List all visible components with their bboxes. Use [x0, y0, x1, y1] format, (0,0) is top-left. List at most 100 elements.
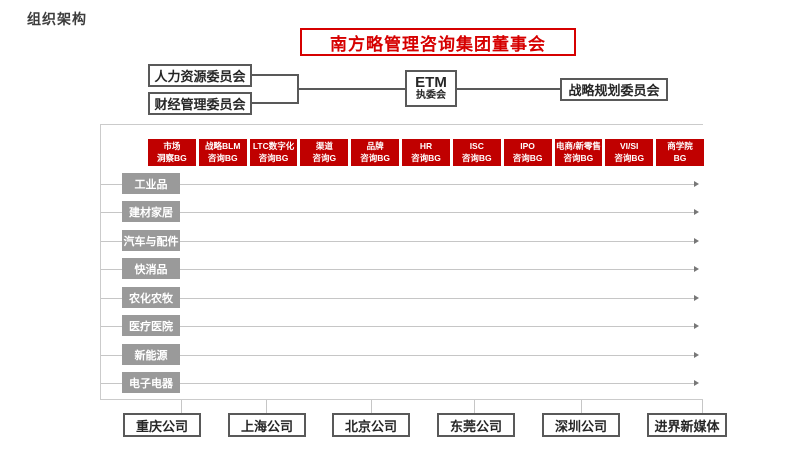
connector-line: [252, 74, 298, 76]
page-title: 组织架构: [27, 11, 87, 27]
bg-label: 咨询G: [312, 152, 337, 163]
row-arrow-line: [101, 241, 694, 242]
bg-label: 咨询BG: [207, 152, 238, 163]
company-label: 重庆公司: [135, 418, 188, 434]
committee-node-finance: 财经管理委员会: [148, 92, 252, 115]
bg-label: 咨询BG: [411, 152, 441, 163]
bg-node: LTC数字化 咨询BG: [249, 139, 298, 166]
bg-label: 咨询BG: [563, 152, 594, 163]
etm-label-line1: ETM: [415, 74, 447, 92]
bg-node: HR 咨询BG: [402, 139, 450, 166]
company-label: 东莞公司: [449, 418, 502, 434]
industry-node: 工业品: [122, 173, 180, 194]
bg-label: 品牌: [366, 141, 384, 152]
industry-node: 农化农牧: [122, 287, 180, 308]
industry-label: 建材家居: [129, 206, 173, 219]
row-arrowhead-icon: [694, 380, 699, 386]
company-label: 深圳公司: [554, 418, 607, 434]
company-node: 上海公司: [228, 413, 306, 437]
committee-node-hr: 人力资源委员会: [148, 64, 252, 87]
connector-line: [252, 102, 298, 104]
company-node: 深圳公司: [542, 413, 620, 437]
committee-label: 战略规划委员会: [568, 83, 660, 98]
bg-label: VI/SI: [620, 141, 639, 152]
row-arrowhead-icon: [694, 238, 699, 244]
connector-line: [371, 400, 372, 413]
industry-node: 新能源: [122, 344, 180, 365]
bg-label: IPO: [520, 141, 535, 152]
bg-node: VI/SI 咨询BG: [605, 139, 654, 166]
bg-node: ISC 咨询BG: [452, 139, 501, 166]
etm-label-line2: 执委会: [416, 90, 446, 102]
bg-header-row: 市场 洞察BG 战略BLM 咨询BG LTC数字化 咨询BG 渠道 咨询G 品牌…: [148, 139, 704, 166]
row-arrowhead-icon: [694, 209, 699, 215]
bg-label: 战略BLM: [205, 141, 241, 152]
bg-node: 战略BLM 咨询BG: [198, 139, 247, 166]
bg-node: 渠道 咨询G: [300, 139, 349, 166]
bg-node: 市场 洞察BG: [148, 139, 196, 166]
row-arrow-line: [101, 383, 694, 384]
company-label: 进界新媒体: [654, 418, 720, 434]
company-label: 上海公司: [240, 418, 293, 434]
connector-line: [298, 88, 405, 90]
connector-line: [474, 400, 475, 413]
connector-line: [457, 88, 560, 90]
company-node: 北京公司: [332, 413, 410, 437]
board-node: 南方略管理咨询集团董事会: [300, 28, 576, 56]
industry-label: 汽车与配件: [123, 235, 179, 248]
bg-label: LTC数字化: [252, 141, 295, 152]
row-arrow-line: [101, 212, 694, 213]
connector-line: [181, 400, 182, 413]
industry-label: 新能源: [134, 349, 168, 362]
connector-line: [702, 400, 703, 413]
bg-label: 商学院: [667, 141, 693, 152]
bg-label: ISC: [469, 141, 484, 152]
bg-node: 电商/新零售 咨询BG: [554, 139, 603, 166]
bg-label: 咨询BG: [461, 152, 492, 163]
industry-node: 医疗医院: [122, 315, 180, 336]
row-arrowhead-icon: [694, 266, 699, 272]
bg-label: 咨询BG: [360, 152, 391, 163]
row-arrow-line: [101, 298, 694, 299]
row-arrow-line: [101, 184, 694, 185]
bg-label: 咨询BG: [614, 152, 645, 163]
company-node: 重庆公司: [123, 413, 201, 437]
board-label: 南方略管理咨询集团董事会: [330, 34, 546, 54]
industry-node: 汽车与配件: [122, 230, 180, 251]
bg-label: HR: [419, 141, 433, 152]
row-arrow-line: [101, 269, 694, 270]
committee-label: 人力资源委员会: [154, 69, 246, 84]
bg-label: 洞察BG: [157, 152, 187, 163]
row-arrowhead-icon: [694, 295, 699, 301]
industry-label: 医疗医院: [129, 320, 173, 333]
bg-label: 市场: [163, 141, 181, 152]
bg-node: IPO 咨询BG: [503, 139, 552, 166]
industry-node: 快消品: [122, 258, 180, 279]
industry-label: 农化农牧: [129, 292, 173, 305]
etm-node: ETM 执委会: [405, 70, 457, 107]
bg-label: BG: [673, 152, 687, 163]
company-node: 进界新媒体: [647, 413, 727, 437]
industry-label: 电子电器: [129, 377, 173, 390]
row-arrowhead-icon: [694, 323, 699, 329]
bg-label: 咨询BG: [258, 152, 289, 163]
company-label: 北京公司: [344, 418, 397, 434]
bg-label: 咨询BG: [512, 152, 543, 163]
connector-line: [297, 74, 299, 104]
committee-node-strategy: 战略规划委员会: [560, 78, 668, 101]
connector-line: [266, 400, 267, 413]
bg-node: 商学院 BG: [656, 139, 704, 166]
company-node: 东莞公司: [437, 413, 515, 437]
bg-label: 渠道: [315, 141, 333, 152]
connector-line: [581, 400, 582, 413]
grid-frame: [100, 124, 703, 400]
industry-node: 建材家居: [122, 201, 180, 222]
industry-node: 电子电器: [122, 372, 180, 393]
bg-node: 品牌 咨询BG: [351, 139, 400, 166]
industry-label: 工业品: [134, 178, 168, 191]
industry-label: 快消品: [134, 263, 168, 276]
row-arrowhead-icon: [694, 181, 699, 187]
row-arrow-line: [101, 355, 694, 356]
committee-label: 财经管理委员会: [154, 97, 246, 112]
